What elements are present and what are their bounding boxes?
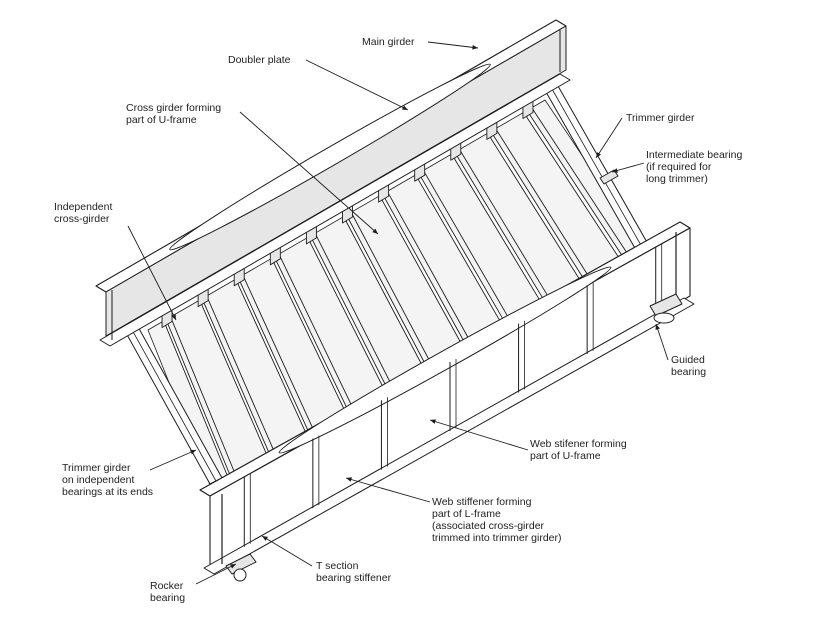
leader-trimmer-girder-top-arrow: [596, 152, 601, 158]
label-web-stiffener-u-frame: Web stifener forming part of U-frame: [530, 438, 627, 462]
leader-web-stiffener-l-frame-arrow: [346, 477, 352, 482]
bearings: [225, 169, 683, 582]
guided-bearing: [649, 293, 683, 317]
label-trimmer-girder-ends: Trimmer girder on independent bearings a…: [62, 462, 154, 498]
leader-rocker-bearing-arrow: [230, 564, 236, 569]
label-rocker-bearing: Rocker bearing: [150, 580, 186, 604]
leader-trimmer-girder-top: [595, 117, 623, 159]
leader-guided-bearing: [655, 323, 669, 361]
main-girder-front-bottom-flange: [203, 297, 695, 575]
label-trimmer-girder-top: Trimmer girder: [626, 112, 695, 124]
leader-independent-cross-girder: [127, 225, 177, 321]
leader-trimmer-girder-ends-arrow: [190, 450, 196, 455]
cross-girder-flange: [530, 106, 627, 253]
label-main-girder: Main girder: [362, 36, 415, 48]
label-web-stiffener-l-frame: Web stiffener forming part of L-frame (a…: [432, 496, 562, 544]
leader-lines: [127, 41, 669, 585]
label-independent-cross-girder: Independent cross-girder: [54, 201, 113, 225]
leader-web-stiffener-u-frame: [429, 419, 529, 451]
main-girder-back-bottom-flange: [99, 73, 571, 347]
leader-cross-girder-u-frame: [239, 111, 379, 235]
label-cross-girder-u-frame: Cross girder forming part of U-frame: [126, 102, 222, 126]
leader-web-stiffener-u-frame-arrow: [430, 419, 436, 424]
cross-girder-flange: [205, 294, 276, 453]
leader-web-stiffener-l-frame: [345, 477, 431, 503]
leader-doubler-plate-arrow: [402, 105, 408, 110]
leader-intermediate-bearing-arrow: [612, 168, 618, 173]
rocker-bearing: [225, 553, 257, 575]
cross-girder-flange: [277, 252, 354, 409]
guided-bearing-plate: [653, 312, 675, 324]
label-guided-bearing: Guided bearing: [671, 354, 707, 378]
cross-girder-flange: [314, 231, 393, 386]
leader-doubler-plate: [305, 59, 409, 111]
leader-cross-girder-u-frame-arrow: [372, 228, 378, 234]
intermediate-bearing: [599, 169, 619, 185]
leader-independent-cross-girder-arrow: [171, 314, 176, 320]
cross-girder-flange: [241, 273, 315, 431]
cross-girders: [161, 94, 627, 487]
cross-girder-flange: [386, 189, 471, 342]
leader-main-girder: [427, 41, 479, 49]
cross-girder-flange: [422, 168, 510, 320]
label-intermediate-bearing: Intermediate bearing (if required for lo…: [646, 149, 743, 185]
doubler-plate-front: [278, 266, 612, 454]
trimmer-girder-left-web: [125, 318, 217, 482]
label-doubler-plate: Doubler plate: [228, 54, 291, 66]
doubler-plate-back: [169, 63, 491, 251]
leader-trimmer-girder-ends: [149, 449, 197, 471]
leader-main-girder-arrow: [472, 45, 478, 50]
leader-intermediate-bearing: [611, 162, 645, 173]
leader-rocker-bearing: [195, 563, 237, 585]
trimmer-girder-right-web: [551, 88, 643, 248]
leader-t-section-stiffener-arrow: [262, 536, 268, 541]
rocker-bearing-pin: [233, 568, 247, 582]
cross-girder-flange: [169, 315, 236, 476]
leader-t-section-stiffener: [261, 535, 313, 567]
leader-guided-bearing-arrow: [655, 324, 660, 330]
cross-girder-flange: [350, 210, 432, 364]
cross-girder-flange: [458, 148, 549, 297]
label-t-section-stiffener: T section bearing stiffener: [316, 560, 392, 584]
cross-girder-flange: [494, 127, 588, 275]
main-girders: [95, 19, 695, 575]
